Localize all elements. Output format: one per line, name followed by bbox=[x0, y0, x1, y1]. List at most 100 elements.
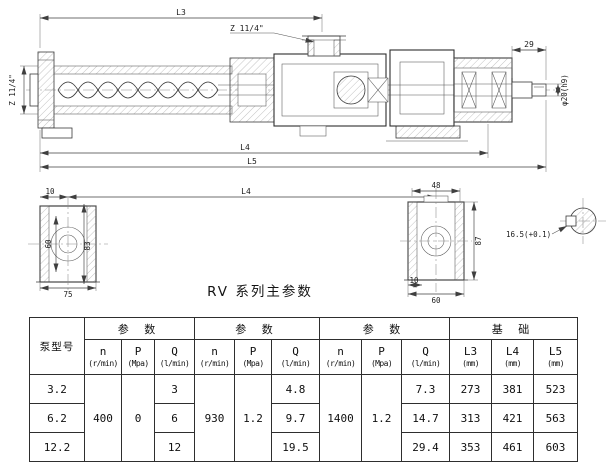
col-symbol: Q bbox=[292, 345, 299, 358]
header-col-q1: Q(l/min) bbox=[154, 339, 195, 375]
cell-p1: 0 bbox=[121, 374, 155, 462]
table-row: 3.2 400 0 3 930 1.2 4.8 1400 1.2 7.3 273… bbox=[29, 374, 578, 462]
col-symbol: n bbox=[337, 345, 344, 358]
cell-l4: 421 bbox=[491, 403, 534, 433]
cell-q3: 7.3 bbox=[401, 374, 450, 404]
dim-keyway-label: 16.5(+0.1) bbox=[506, 230, 551, 239]
dim-87-label: 87 bbox=[474, 236, 483, 245]
col-unit: (r/min) bbox=[88, 359, 118, 368]
cell-q2: 19.5 bbox=[271, 432, 320, 462]
cell-q1: 12 bbox=[154, 432, 195, 462]
cell-n3: 1400 bbox=[319, 374, 362, 462]
header-group-2: 参 数 bbox=[194, 317, 320, 340]
header-col-n1: n(r/min) bbox=[84, 339, 122, 375]
cell-l5: 563 bbox=[533, 403, 578, 433]
col-symbol: L5 bbox=[548, 345, 563, 358]
cell-l4: 381 bbox=[491, 374, 534, 404]
header-group-row: 泵型号 参 数 参 数 参 数 基 础 bbox=[29, 317, 578, 375]
cell-l3: 313 bbox=[449, 403, 492, 433]
header-col-l4: L4(mm) bbox=[491, 339, 534, 375]
col-symbol: n bbox=[99, 345, 107, 358]
detail-left-view bbox=[28, 198, 108, 292]
col-unit: (mm) bbox=[462, 359, 479, 368]
drive-shaft-end bbox=[511, 81, 547, 99]
dim-suction-port: Z 11/4" bbox=[8, 65, 38, 115]
drawing-title: RV 系列主参数 bbox=[207, 284, 313, 300]
header-col-q3: Q(l/min) bbox=[401, 339, 450, 375]
cell-l3: 273 bbox=[449, 374, 492, 404]
header-group-3: 参 数 bbox=[319, 317, 450, 340]
col-unit: (l/min) bbox=[410, 359, 441, 368]
dim-83-label: 83 bbox=[83, 241, 92, 250]
dim-29: 29 bbox=[511, 40, 547, 80]
detail-l4-label: L4 bbox=[241, 187, 251, 196]
parameter-table: 泵型号 参 数 参 数 参 数 基 础 n(r/min) P(Mpa) Q(l/… bbox=[29, 317, 578, 462]
col-symbol: P bbox=[378, 345, 385, 358]
cell-q3: 14.7 bbox=[401, 403, 450, 433]
col-symbol: Q bbox=[422, 345, 429, 358]
universal-joint bbox=[333, 71, 389, 109]
detail-right-view bbox=[400, 188, 472, 292]
col-symbol: L3 bbox=[463, 345, 478, 358]
cell-model: 3.2 bbox=[29, 374, 85, 404]
dim-shaft-diameter: φ20(h9) bbox=[546, 74, 569, 106]
dim-60-left-label: 60 bbox=[44, 239, 53, 249]
packing-gland bbox=[229, 57, 275, 123]
col-unit: (r/min) bbox=[199, 359, 230, 368]
cell-n1: 400 bbox=[84, 374, 122, 462]
cell-p2: 1.2 bbox=[234, 374, 272, 462]
cell-q2: 9.7 bbox=[271, 403, 320, 433]
dim-port-label: Z 11/4" bbox=[230, 24, 264, 33]
table-row: 6.2 6 9.7 14.7 313 421 563 bbox=[29, 403, 578, 433]
dim-l4-label: L4 bbox=[240, 143, 250, 152]
dim-l3-label: L3 bbox=[176, 8, 186, 17]
dim-60-bottom-label: 60 bbox=[431, 296, 441, 305]
cell-p3: 1.2 bbox=[361, 374, 402, 462]
dim-29-label: 29 bbox=[524, 40, 534, 49]
col-symbol: L4 bbox=[505, 345, 520, 358]
col-unit: (l/min) bbox=[280, 359, 311, 368]
header-col-p2: P(Mpa) bbox=[234, 339, 272, 375]
header-sub-row: n(r/min) P(Mpa) Q(l/min) n(r/min) P(Mpa)… bbox=[30, 339, 578, 375]
dim-shaft-label: φ20(h9) bbox=[560, 74, 569, 106]
dim-suction-label: Z 11/4" bbox=[8, 74, 17, 106]
cell-n2: 930 bbox=[194, 374, 235, 462]
cell-model: 6.2 bbox=[29, 403, 85, 433]
cell-q2: 4.8 bbox=[271, 374, 320, 404]
col-symbol: P bbox=[134, 345, 142, 358]
dim-l3: L3 bbox=[39, 8, 323, 48]
dim-l5-main: L5 bbox=[40, 100, 547, 172]
header-col-n3: n(r/min) bbox=[319, 339, 362, 375]
detail-l4-dimension: L4 bbox=[68, 187, 436, 200]
parameter-table-wrap: 泵型号 参 数 参 数 参 数 基 础 n(r/min) P(Mpa) Q(l/… bbox=[29, 317, 578, 462]
cell-l5: 603 bbox=[533, 432, 578, 462]
cell-l3: 353 bbox=[449, 432, 492, 462]
dim-75-label: 75 bbox=[63, 290, 72, 299]
col-unit: (mm) bbox=[504, 359, 521, 368]
col-symbol: n bbox=[211, 345, 218, 358]
screw-rotor bbox=[57, 81, 219, 99]
suction-flange bbox=[29, 51, 73, 139]
drive-bracket bbox=[386, 49, 468, 142]
dim-10-top-label: 10 bbox=[45, 187, 55, 196]
shaft-section-detail: 16.5(+0.1) bbox=[506, 198, 606, 244]
header-group-1: 参 数 bbox=[84, 317, 195, 340]
cell-q1: 3 bbox=[154, 374, 195, 404]
bearing-housing bbox=[453, 57, 513, 123]
header-col-n2: n(r/min) bbox=[194, 339, 235, 375]
header-col-p3: P(Mpa) bbox=[361, 339, 402, 375]
detail-left-dimensions: 10 60 83 75 bbox=[39, 187, 97, 299]
col-unit: (mm) bbox=[547, 359, 564, 368]
table-row: 12.2 12 19.5 29.4 353 461 603 bbox=[29, 432, 578, 462]
col-unit: (Mpa) bbox=[127, 359, 149, 368]
header-col-l3: L3(mm) bbox=[449, 339, 492, 375]
header-col-l5: L5(mm) bbox=[533, 339, 578, 375]
pump-technical-drawing: L3 Z 11/4" 29 φ20(h9) Z 11/4" bbox=[8, 8, 606, 305]
header-model: 泵型号 bbox=[29, 317, 85, 375]
cell-q3: 29.4 bbox=[401, 432, 450, 462]
dim-l5-label: L5 bbox=[247, 157, 257, 166]
discharge-port bbox=[302, 35, 346, 57]
col-symbol: P bbox=[249, 345, 257, 358]
